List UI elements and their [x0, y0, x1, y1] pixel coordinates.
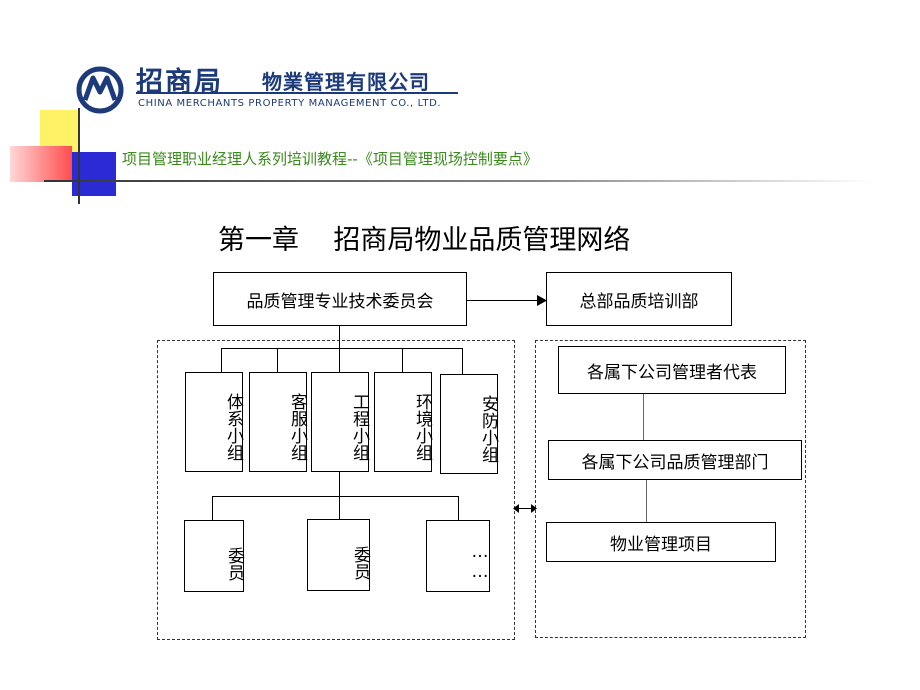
group-box-security: 安防小组: [440, 374, 498, 474]
group-box-service: 客服小组: [249, 372, 307, 472]
connector: [221, 348, 463, 349]
connector: [643, 394, 644, 440]
arrow-line: [467, 300, 539, 301]
connector: [458, 496, 459, 520]
connector: [339, 326, 340, 348]
connector: [221, 348, 222, 372]
deco-horizontal-line: [44, 180, 874, 182]
logo-english: CHINA MERCHANTS PROPERTY MANAGEMENT CO.,…: [138, 98, 442, 109]
member-box: 委员: [307, 519, 370, 591]
connector: [462, 348, 463, 374]
connector: [646, 480, 647, 522]
property-project-box: 物业管理项目: [546, 522, 776, 562]
right-dashed-region: [535, 340, 806, 638]
logo-underline: [136, 92, 458, 94]
subtitle: 项目管理职业经理人系列培训教程--《项目管理现场控制要点》: [122, 150, 538, 168]
connector: [277, 348, 278, 372]
committee-box: 品质管理专业技术委员会: [213, 272, 467, 326]
member-box: 委员: [184, 520, 244, 592]
training-dept-box: 总部品质培训部: [546, 272, 732, 326]
left-dashed-region: [157, 340, 515, 640]
connector: [339, 496, 340, 520]
group-box-environment: 环境小组: [374, 372, 432, 472]
double-arrow-icon: [513, 504, 537, 513]
connector: [212, 496, 459, 497]
connector: [402, 348, 403, 372]
deco-vertical-line: [78, 108, 80, 204]
member-box-ellipsis: ……: [426, 520, 490, 592]
connector: [339, 348, 340, 372]
connector: [339, 472, 340, 496]
company-rep-box: 各属下公司管理者代表: [558, 346, 786, 394]
group-box-engineering: 工程小组: [311, 372, 369, 472]
chapter-title: 第一章 招商局物业品质管理网络: [218, 225, 631, 256]
logo-chinese-sub: 物業管理有限公司: [262, 70, 430, 94]
connector: [212, 496, 213, 520]
company-logo-icon: [76, 66, 124, 114]
quality-dept-box: 各属下公司品质管理部门: [548, 440, 802, 480]
deco-red-square: [10, 146, 72, 182]
group-box-system: 体系小组: [185, 372, 243, 472]
arrow-head-icon: [537, 295, 547, 306]
